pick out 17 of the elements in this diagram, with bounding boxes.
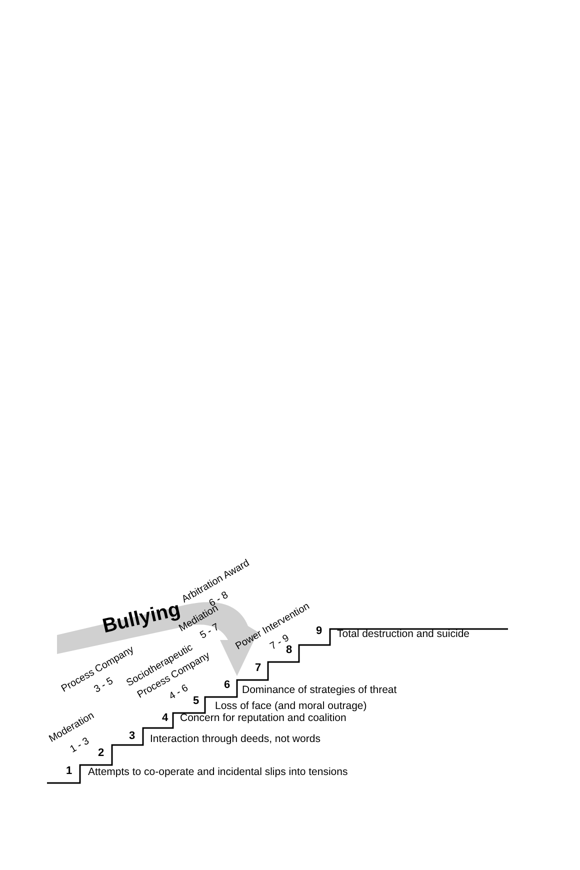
step-description: Dominance of strategies of threat bbox=[242, 685, 397, 696]
step-description: Attempts to co-operate and incidental slips into tensions bbox=[88, 767, 348, 778]
step-number: 4 bbox=[162, 713, 168, 724]
step-description: Concern for reputation and coalition bbox=[180, 713, 346, 724]
step-number: 2 bbox=[98, 748, 104, 759]
step-description: Loss of face (and moral outrage) bbox=[215, 701, 367, 712]
step-number: 6 bbox=[224, 680, 230, 691]
step-description: Total destruction and suicide bbox=[337, 629, 470, 640]
step-number: 5 bbox=[193, 696, 200, 707]
step-description: Interaction through deeds, not words bbox=[150, 734, 320, 744]
intervention-label: 4 - 6 bbox=[168, 684, 190, 702]
step-number: 8 bbox=[286, 645, 292, 656]
step-number: 1 bbox=[66, 766, 72, 777]
step-number: 3 bbox=[129, 731, 136, 742]
intervention-label: 3 - 5 bbox=[92, 676, 116, 696]
step-number: 7 bbox=[255, 663, 262, 674]
step-number: 9 bbox=[316, 626, 322, 637]
